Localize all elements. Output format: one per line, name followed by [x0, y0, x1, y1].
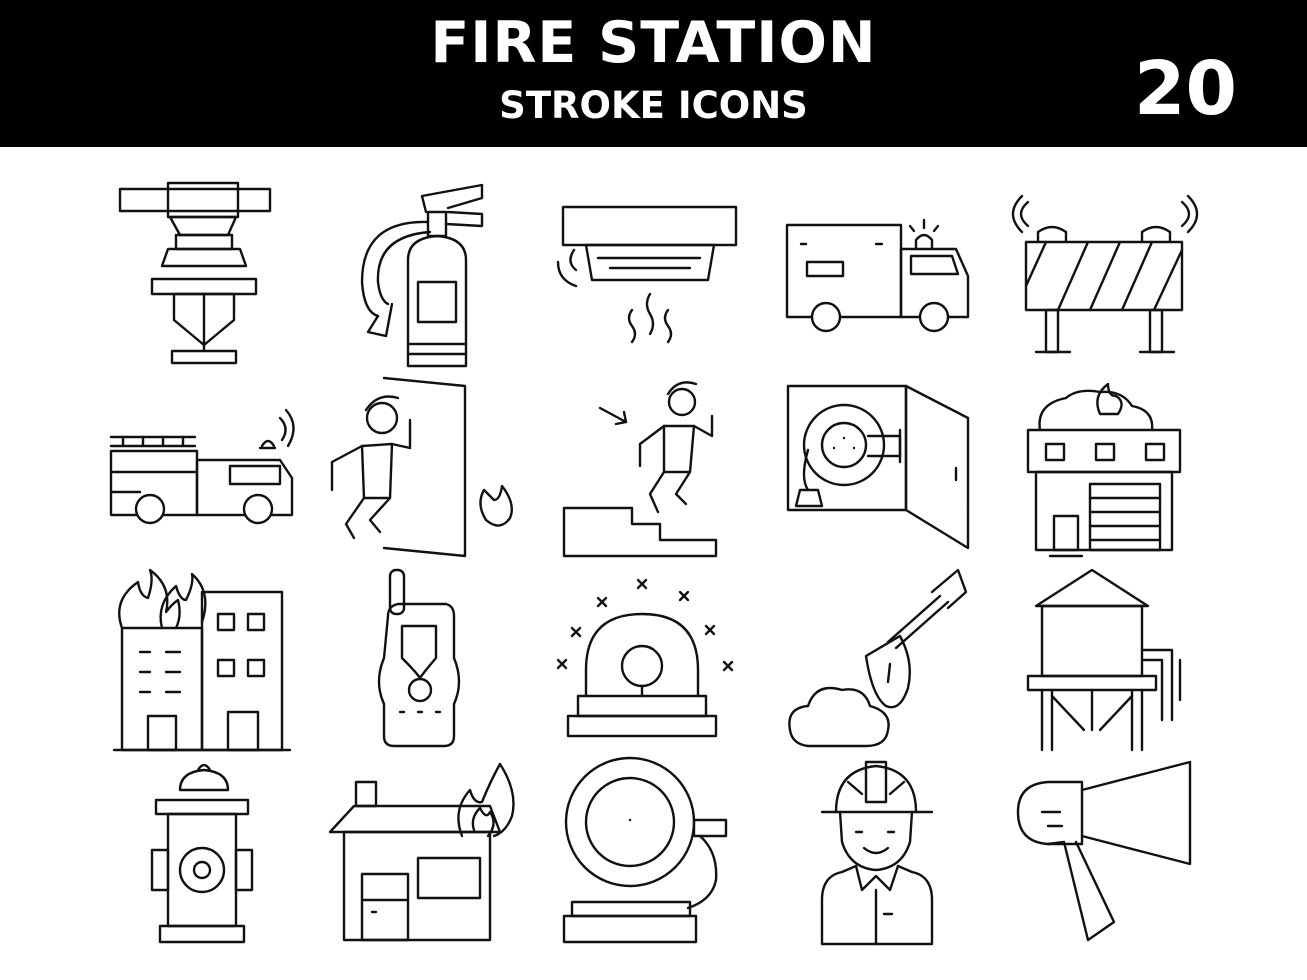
page-title: FIRE STATION [430, 10, 877, 76]
icon-count: 20 [1134, 46, 1237, 132]
siren-alarm-icon [556, 578, 734, 738]
megaphone-icon [1016, 760, 1192, 942]
fire-truck-icon [109, 408, 295, 525]
hose-reel-cabinet-icon [786, 384, 970, 550]
fire-extinguisher-icon [360, 183, 484, 368]
smoke-detector-icon [556, 205, 738, 344]
evacuation-stairs-icon [562, 381, 718, 558]
fire-hydrant-icon [150, 763, 254, 944]
burning-house-icon [328, 762, 515, 942]
burning-buildings-icon [112, 568, 292, 752]
fire-alarm-bell-icon [562, 756, 728, 944]
firefighter-icon [820, 760, 934, 946]
fire-station-building-icon [1026, 382, 1182, 558]
page-subtitle: STROKE ICONS [499, 84, 808, 127]
shovel-icon [788, 568, 968, 748]
sprinkler-icon [118, 181, 272, 365]
water-tower-icon [1026, 568, 1182, 752]
header-banner: FIRE STATION STROKE ICONS 20 [0, 0, 1307, 147]
walkie-talkie-icon [377, 568, 461, 748]
road-barrier-icon [1011, 194, 1199, 354]
emergency-exit-icon [330, 376, 513, 558]
emergency-van-icon [785, 218, 970, 333]
